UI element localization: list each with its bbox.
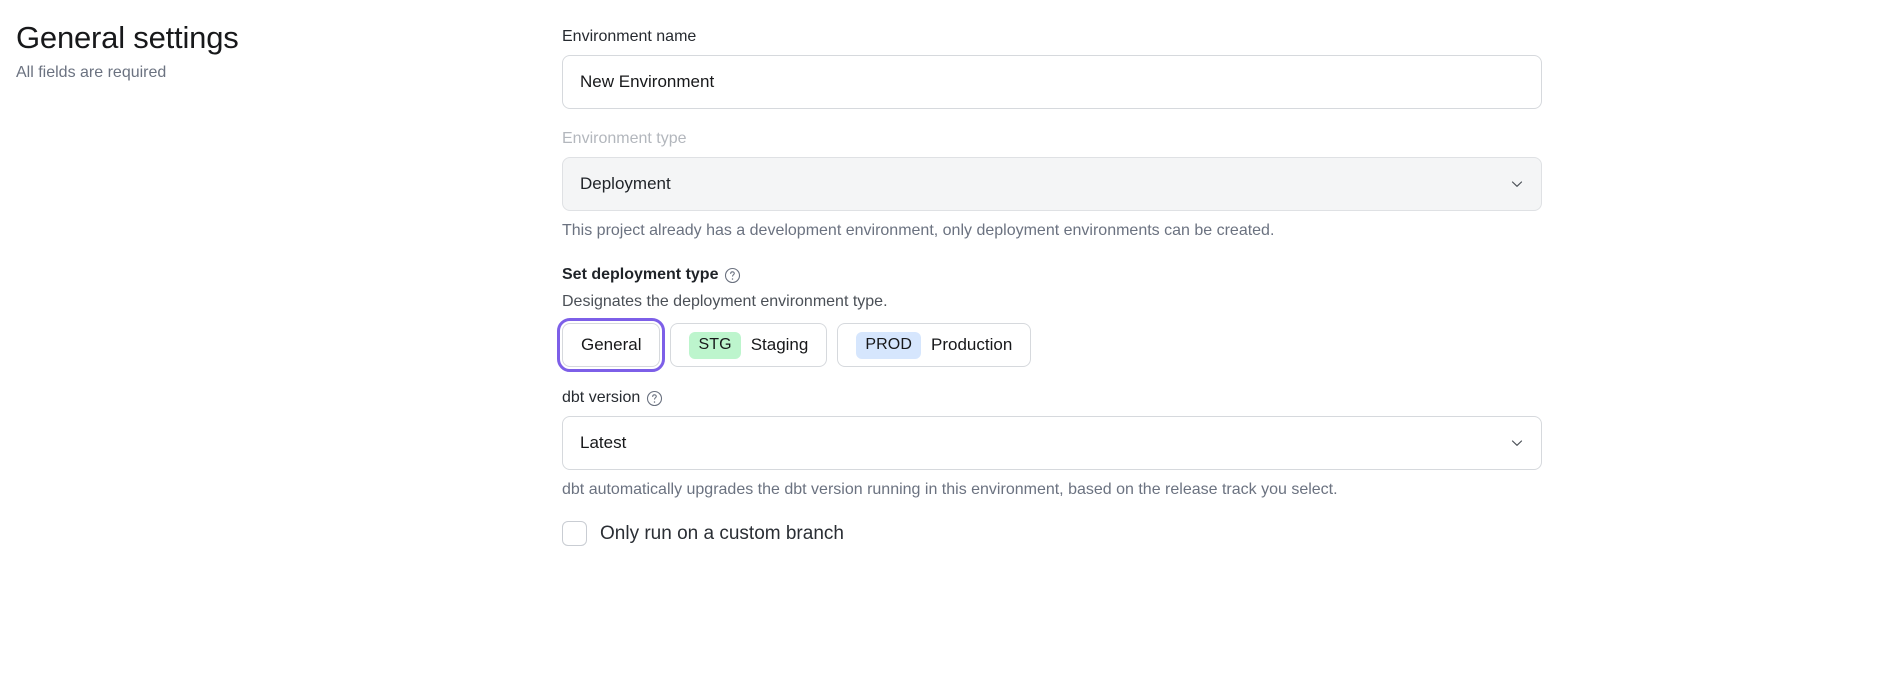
deployment-type-option-general[interactable]: General xyxy=(556,318,666,372)
question-circle-icon[interactable] xyxy=(646,390,663,407)
custom-branch-label: Only run on a custom branch xyxy=(600,522,844,544)
environment-type-value: Deployment xyxy=(580,174,671,193)
deployment-type-option-production[interactable]: PROD Production xyxy=(837,323,1032,367)
environment-name-label: Environment name xyxy=(562,28,697,45)
environment-name-field-group: Environment name New Environment xyxy=(562,26,1544,109)
deployment-type-toggle-group: General STG Staging PROD Production xyxy=(556,318,1544,372)
page-subtitle: All fields are required xyxy=(16,64,167,81)
environment-type-help-text: This project already has a development e… xyxy=(562,222,1275,239)
deployment-type-field-group: Set deployment type Designates the deplo… xyxy=(556,264,1544,372)
dbt-version-label: dbt version xyxy=(562,389,641,406)
dbt-version-select[interactable]: Latest xyxy=(562,416,1542,470)
settings-section-header: General settings All fields are required xyxy=(16,18,516,84)
staging-badge: STG xyxy=(689,331,741,359)
environment-type-field-group: Environment type Deployment This project… xyxy=(562,128,1544,242)
custom-branch-checkbox-row[interactable]: Only run on a custom branch xyxy=(562,521,1544,546)
deployment-type-option-production-label: Production xyxy=(931,335,1013,354)
deployment-type-option-staging[interactable]: STG Staging xyxy=(670,323,828,367)
dbt-version-field-group: dbt version Latest dbt automatica xyxy=(562,387,1544,501)
deployment-type-label-row: Set deployment type xyxy=(562,264,1544,286)
settings-form: Environment name New Environment Environ… xyxy=(556,26,1544,546)
environment-type-select[interactable]: Deployment xyxy=(562,157,1542,211)
dbt-version-label-row: dbt version xyxy=(562,387,1544,409)
chevron-down-icon xyxy=(1510,177,1524,191)
deployment-type-option-general-label: General xyxy=(581,335,642,354)
environment-name-input[interactable]: New Environment xyxy=(562,55,1542,109)
dbt-version-help-text: dbt automatically upgrades the dbt versi… xyxy=(562,481,1338,498)
chevron-down-icon xyxy=(1510,436,1524,450)
deployment-type-description: Designates the deployment environment ty… xyxy=(562,293,888,310)
page-title: General settings xyxy=(16,20,239,55)
deployment-type-label: Set deployment type xyxy=(562,266,719,283)
production-badge: PROD xyxy=(856,331,921,359)
deployment-type-option-staging-label: Staging xyxy=(750,335,809,354)
environment-type-label: Environment type xyxy=(562,130,687,147)
dbt-version-value: Latest xyxy=(580,433,627,452)
question-circle-icon[interactable] xyxy=(724,267,741,284)
custom-branch-checkbox[interactable] xyxy=(562,521,587,546)
